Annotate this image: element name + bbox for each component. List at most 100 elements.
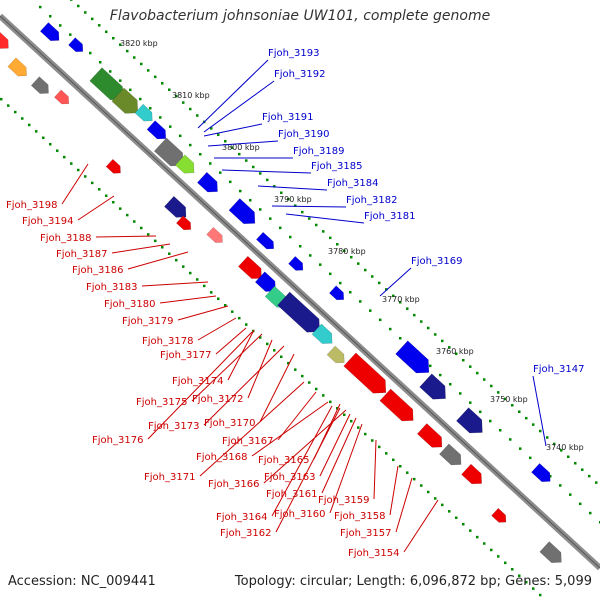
- reverse-gene-arrow: [539, 541, 562, 563]
- forward-gene-arrow: [146, 120, 167, 140]
- forward-gene-arrow: [68, 37, 84, 53]
- gene-label-fjoh-3170: Fjoh_3170: [204, 418, 255, 429]
- ruler-dot: [518, 410, 521, 413]
- ruler-dot: [217, 297, 220, 301]
- accession-text: Accession: NC_009441: [8, 574, 156, 589]
- ruler-dot: [69, 33, 72, 36]
- ruler-dot: [309, 254, 312, 257]
- ruler-dot: [70, 0, 73, 1]
- ruler-dot: [483, 378, 486, 381]
- ruler-dot: [105, 194, 108, 198]
- ruler-dot: [168, 252, 171, 255]
- ruler-dot: [63, 155, 66, 159]
- gene-label-fjoh-3167: Fjoh_3167: [222, 436, 273, 447]
- gene-label-fjoh-3182: Fjoh_3182: [346, 195, 397, 206]
- ruler-dot: [579, 502, 582, 506]
- gene-label-fjoh-3165: Fjoh_3165: [258, 455, 309, 466]
- ruler-label-3750-kbp: 3750 kbp: [490, 395, 528, 404]
- ruler-label-3810-kbp: 3810 kbp: [172, 91, 210, 100]
- ruler-dot: [549, 475, 552, 478]
- reverse-label-leader: [147, 331, 253, 440]
- gene-label-fjoh-3162: Fjoh_3162: [220, 528, 271, 539]
- ruler-dot: [511, 404, 514, 407]
- ruler-dot: [84, 11, 87, 14]
- ruler-dot: [217, 133, 220, 137]
- ruler-dot: [269, 217, 272, 220]
- ruler-dot: [280, 355, 283, 359]
- ruler-dot: [448, 510, 451, 513]
- ruler-dot: [91, 181, 94, 185]
- ruler-dot: [371, 275, 374, 278]
- ruler-dot: [392, 458, 395, 462]
- reverse-label-leader: [321, 417, 357, 494]
- ruler-dot: [119, 207, 122, 210]
- gene-label-fjoh-3178: Fjoh_3178: [142, 336, 193, 347]
- ruler-dot: [369, 309, 372, 312]
- ruler-dot: [336, 243, 339, 246]
- reverse-label-leader: [77, 195, 115, 221]
- forward-gene-arrow: [196, 171, 218, 193]
- reverse-label-leader: [203, 345, 285, 426]
- gene-label-fjoh-3189: Fjoh_3189: [293, 146, 344, 157]
- ruler-dot: [189, 143, 192, 147]
- gene-label-fjoh-3186: Fjoh_3186: [72, 265, 123, 276]
- ruler-dot: [129, 88, 132, 92]
- ruler-dot: [349, 291, 352, 294]
- gene-label-fjoh-3166: Fjoh_3166: [208, 479, 259, 490]
- ruler-dot: [49, 15, 52, 18]
- ruler-dot: [189, 107, 192, 111]
- gene-label-fjoh-3183: Fjoh_3183: [86, 282, 137, 293]
- reverse-label-leader: [95, 235, 157, 238]
- ruler-dot: [483, 542, 486, 545]
- ruler-dot: [441, 503, 444, 507]
- ruler-dot: [249, 199, 252, 202]
- gene-label-fjoh-3164: Fjoh_3164: [216, 512, 267, 523]
- ruler-dot: [553, 442, 556, 446]
- ruler-dot: [525, 580, 528, 584]
- ruler-dot: [210, 127, 213, 130]
- ruler-dot: [479, 410, 482, 414]
- forward-label-leader: [532, 375, 547, 447]
- ruler-dot: [161, 246, 164, 249]
- ruler-dot: [589, 511, 592, 515]
- ruler-dot: [567, 455, 570, 459]
- reverse-label-leader: [215, 327, 247, 355]
- forward-gene-arrow: [255, 231, 274, 250]
- ruler-dot: [359, 300, 362, 303]
- genome-summary-text: Topology: circular; Length: 6,096,872 bp…: [234, 574, 592, 589]
- forward-gene-labels: Fjoh_3193Fjoh_3192Fjoh_3191Fjoh_3190Fjoh…: [197, 48, 584, 447]
- ruler-dot: [21, 117, 24, 120]
- gene-label-fjoh-3177: Fjoh_3177: [160, 350, 211, 361]
- reverse-gene-arrow: [416, 423, 443, 448]
- gene-label-fjoh-3175: Fjoh_3175: [136, 397, 187, 408]
- ruler-dot: [529, 456, 532, 460]
- ruler-dot: [427, 490, 430, 494]
- ruler-dot: [569, 493, 572, 496]
- ruler-dot: [574, 462, 577, 465]
- ruler-dot: [511, 568, 514, 571]
- ruler-dot: [427, 326, 430, 330]
- ruler-dot: [406, 307, 409, 310]
- forward-label-leader: [203, 80, 275, 133]
- reverse-label-leader: [251, 401, 329, 457]
- ruler-dot: [91, 17, 94, 21]
- reverse-label-leader: [373, 439, 377, 500]
- forward-gene-arrow: [175, 154, 195, 174]
- ruler-dot: [559, 484, 562, 487]
- gene-label-fjoh-3188: Fjoh_3188: [40, 233, 91, 244]
- reverse-label-leader: [141, 281, 209, 287]
- gene-label-fjoh-3191: Fjoh_3191: [262, 112, 313, 123]
- ruler-dot: [279, 226, 282, 230]
- reverse-label-leader: [403, 499, 439, 553]
- ruler-dot: [159, 116, 162, 119]
- ruler-dot: [99, 61, 102, 64]
- ruler-dot: [329, 400, 332, 404]
- ruler-dot: [343, 413, 346, 416]
- reverse-label-leader: [395, 477, 413, 533]
- ruler-dot: [224, 304, 227, 307]
- ruler-dot: [339, 281, 342, 285]
- reverse-gene-arrow: [237, 255, 262, 279]
- ruler-dot: [546, 436, 549, 439]
- ruler-dot: [406, 471, 409, 474]
- gene-label-fjoh-3158: Fjoh_3158: [334, 511, 385, 522]
